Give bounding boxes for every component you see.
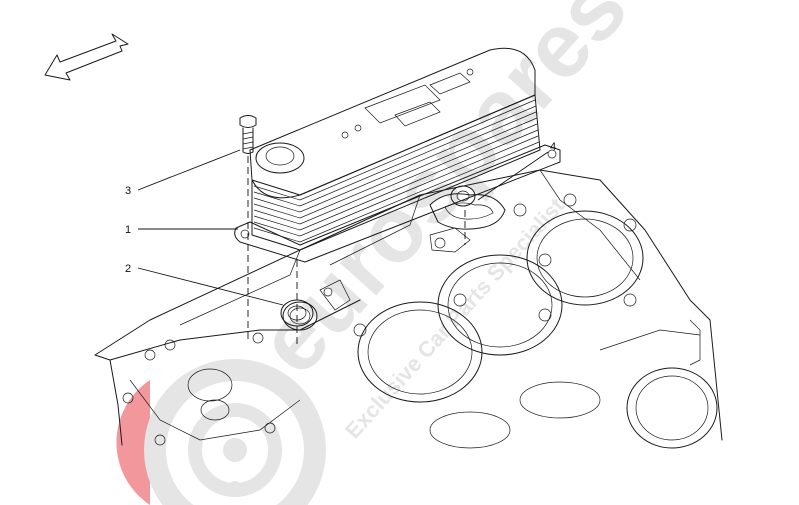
callout-2: 2 [125, 263, 284, 306]
assembly-lines [247, 156, 466, 345]
arrow-icon [44, 33, 129, 81]
callout-1: 1 [125, 224, 238, 236]
callout-label: 2 [125, 263, 131, 275]
callout-label: 4 [550, 141, 556, 153]
wheel-logo-icon [116, 359, 326, 505]
engine-block [94, 169, 723, 449]
callout-label: 3 [125, 185, 131, 197]
callout-3: 3 [125, 149, 241, 197]
bolt-part-3 [239, 115, 257, 154]
watermark: eurospares Exclusive Car Parts Specialis… [116, 0, 647, 505]
oil-cooler-part-1 [234, 47, 561, 263]
callout-label: 1 [125, 224, 131, 236]
callout-4: 4 [477, 141, 556, 201]
cooler-fins [253, 99, 540, 243]
gasket-part-4 [429, 185, 506, 230]
